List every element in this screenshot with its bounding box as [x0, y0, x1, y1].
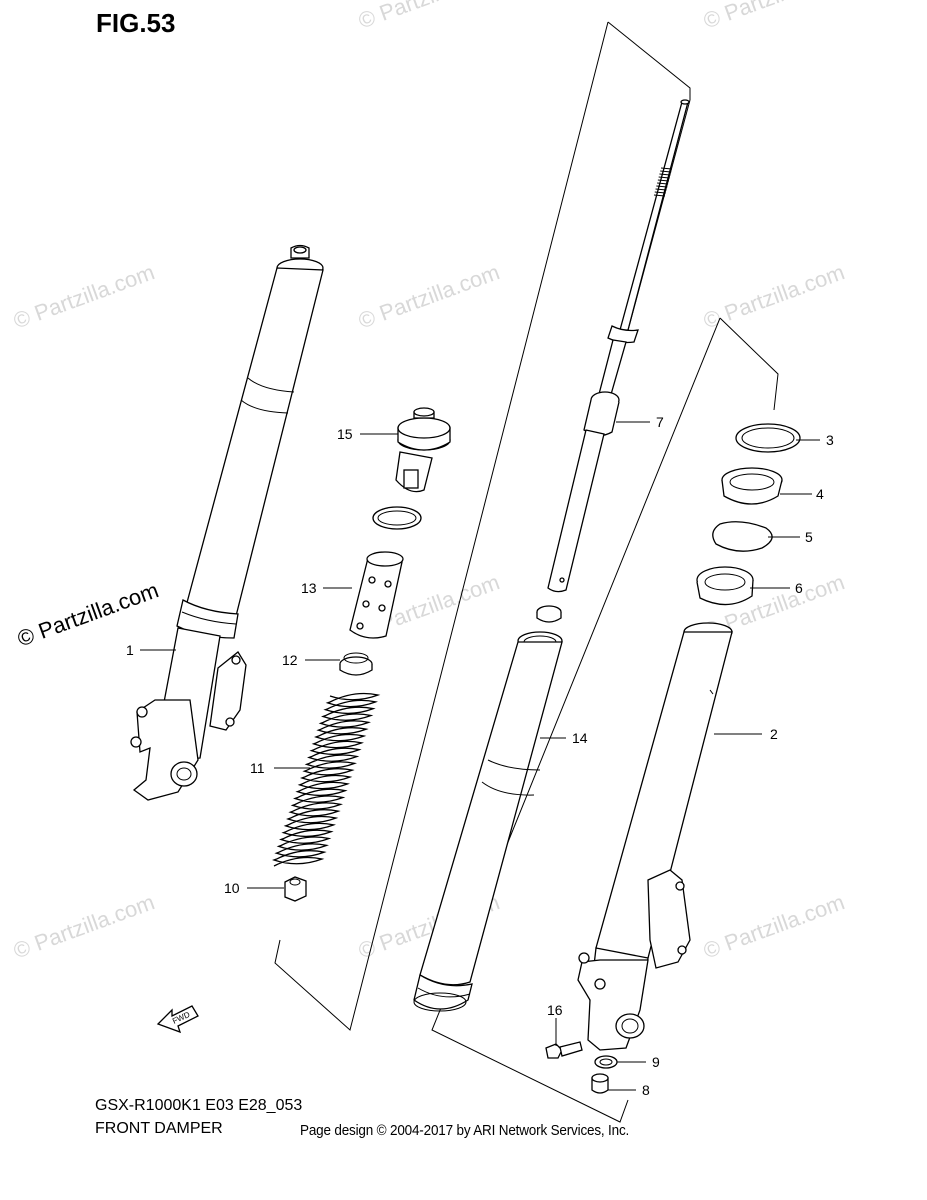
part-16-bolt — [545, 1041, 583, 1059]
copyright-notice: Page design © 2004-2017 by ARI Network S… — [300, 1122, 630, 1139]
part-group-name: FRONT DAMPER — [95, 1120, 223, 1137]
part-2-fork-leg-right — [577, 622, 733, 1051]
callout-14[interactable]: 14 — [572, 730, 588, 746]
callout-13[interactable]: 13 — [301, 580, 317, 596]
part-10-nut — [284, 876, 307, 902]
part-9-gasket — [594, 1055, 618, 1069]
callout-7[interactable]: 7 — [656, 414, 664, 430]
callout-3[interactable]: 3 — [826, 432, 834, 448]
part-4-dust-seal — [721, 467, 783, 505]
callout-9[interactable]: 9 — [652, 1054, 660, 1070]
model-code: GSX-R1000K1 E03 E28_053 — [95, 1097, 303, 1114]
part-15-cap-bolt — [395, 407, 451, 493]
callout-5[interactable]: 5 — [805, 529, 813, 545]
forward-direction-arrow: FWD — [156, 1005, 199, 1034]
part-7-damper-rod — [547, 99, 690, 593]
part-8-drain-bolt — [591, 1073, 609, 1094]
callout-16[interactable]: 16 — [547, 1002, 563, 1018]
part-13-spacer — [349, 551, 404, 639]
rod-bushing — [536, 605, 562, 623]
part-12-spring-seat — [339, 652, 373, 676]
callout-11[interactable]: 11 — [250, 760, 265, 776]
callout-2[interactable]: 2 — [770, 726, 778, 742]
part-14-inner-tube — [413, 631, 563, 1012]
callout-1[interactable]: 1 — [126, 642, 134, 658]
callout-leader-lines — [140, 421, 820, 1091]
part-6-oil-seal — [696, 566, 754, 606]
o-ring — [372, 506, 422, 530]
figure-title: FIG.53 — [96, 8, 176, 38]
callout-8[interactable]: 8 — [642, 1082, 650, 1098]
callout-12[interactable]: 12 — [282, 652, 298, 668]
part-3-oil-seal-stopper-ring — [735, 423, 801, 453]
assembly-outline-lines — [274, 21, 779, 1123]
callout-4[interactable]: 4 — [816, 486, 824, 502]
part-5-stopper-ring — [712, 521, 773, 552]
callout-6[interactable]: 6 — [795, 580, 803, 596]
part-1-fork-leg-left — [130, 244, 324, 801]
callout-15[interactable]: 15 — [337, 426, 353, 442]
part-11-spring — [272, 692, 381, 867]
callout-10[interactable]: 10 — [224, 880, 240, 896]
